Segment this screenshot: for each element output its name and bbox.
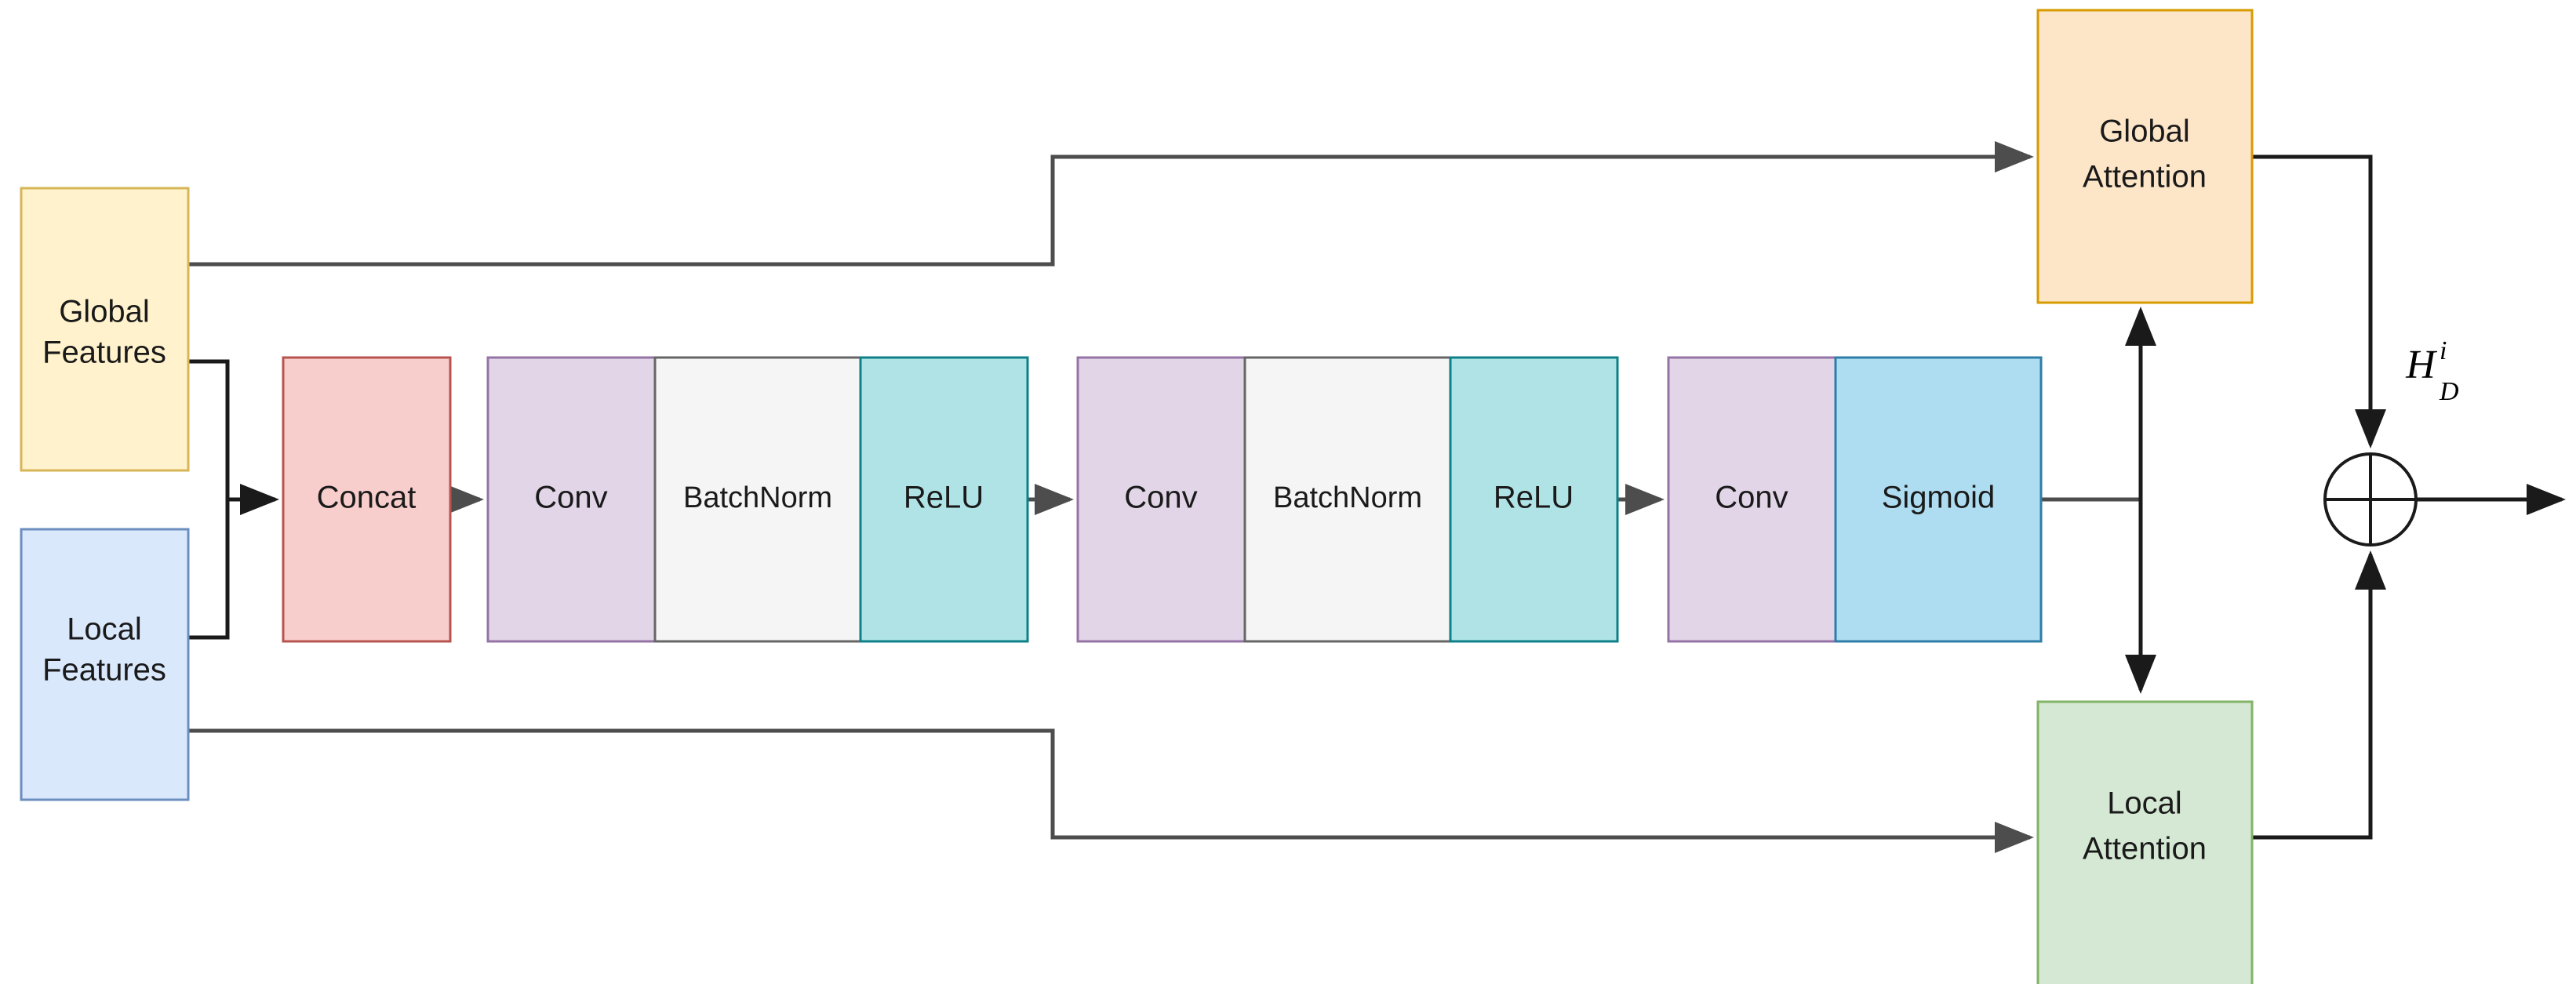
edge-global-attention-to-sum [2252,154,2386,448]
conv-bn-relu-group-2: Conv BatchNorm ReLU [1076,356,1619,643]
global-features-label-line2: Features [42,336,166,370]
local-attention-node[interactable]: Local Attention [2036,700,2254,984]
output-symbol: H i D [2405,336,2459,406]
output-symbol-base: H [2405,343,2437,387]
global-attention-box[interactable] [2036,9,2254,304]
output-symbol-superscript: i [2440,336,2447,365]
relu-1-label: ReLU [904,481,984,515]
concat-node[interactable]: Concat [282,356,452,643]
local-features-label-line2: Features [42,653,166,688]
conv-bn-relu-group-1: Conv BatchNorm ReLU [486,356,1029,643]
global-attention-label-line2: Attention [2083,160,2207,194]
relu-2-label: ReLU [1494,481,1574,515]
edge-local-features-to-concat [188,497,275,640]
relu-2-box[interactable] [1449,356,1619,643]
global-features-label-line1: Global [59,295,150,329]
edge-local-attention-to-sum [2252,550,2386,840]
sum-operator-node[interactable] [2323,452,2418,546]
edge-global-features-to-concat [188,359,279,515]
sigmoid-box[interactable] [1834,356,2043,643]
global-attention-node[interactable]: Global Attention [2036,9,2254,304]
global-attention-label-line1: Global [2099,114,2190,149]
conv-sigmoid-group: Conv Sigmoid [1667,356,2043,643]
local-attention-box[interactable] [2036,700,2254,984]
local-features-box[interactable] [20,528,190,801]
conv-3-label: Conv [1715,481,1788,515]
global-features-node[interactable]: Global Features [20,187,190,472]
sigmoid-label: Sigmoid [1882,481,1996,515]
conv-2-box[interactable] [1076,356,1246,643]
conv-3-box[interactable] [1667,356,1837,643]
batchnorm-2-label: BatchNorm [1273,481,1422,514]
local-attention-label-line2: Attention [2083,832,2207,866]
global-features-box[interactable] [20,187,190,472]
local-features-node[interactable]: Local Features [20,528,190,801]
concat-label: Concat [317,481,417,515]
edge-global-features-to-global-attention [188,141,2034,267]
batchnorm-2-box[interactable] [1243,356,1452,643]
relu-1-box[interactable] [859,356,1029,643]
batchnorm-1-label: BatchNorm [683,481,832,514]
local-features-label-line1: Local [67,612,142,647]
concat-box[interactable] [282,356,452,643]
output-symbol-subscript: D [2439,377,2459,406]
batchnorm-1-box[interactable] [653,356,862,643]
edge-local-features-to-local-attention [188,728,2034,853]
conv-1-label: Conv [534,481,607,515]
local-attention-label-line1: Local [2107,786,2182,821]
conv-2-label: Conv [1124,481,1197,515]
